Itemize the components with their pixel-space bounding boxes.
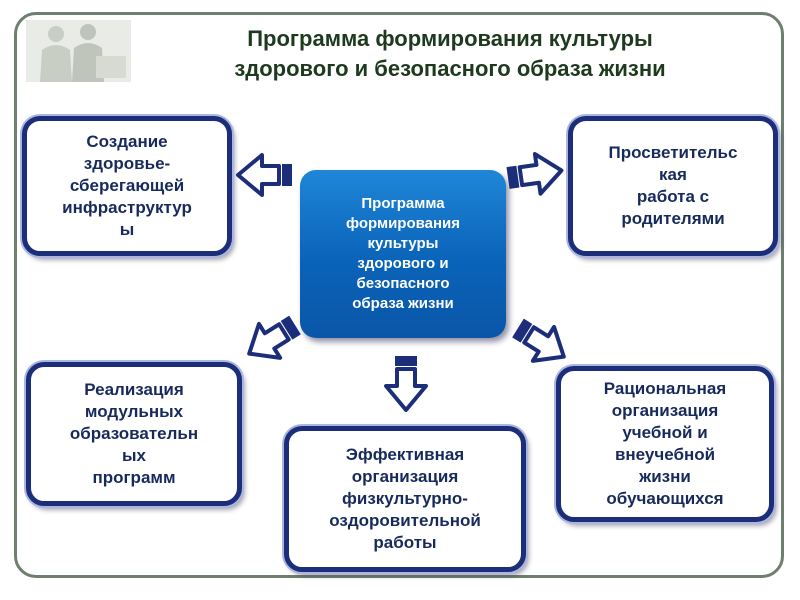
arrow-left-icon: [236, 153, 294, 197]
page-title: Программа формирования культуры здоровог…: [150, 24, 750, 84]
arrow-down-icon: [384, 354, 428, 412]
central-program-box: Программа формирования культуры здоровог…: [300, 170, 506, 338]
people-logo-icon: [26, 20, 131, 82]
arrow-right-icon: [503, 148, 567, 200]
central-program-label: Программа формирования культуры здоровог…: [345, 195, 461, 312]
box-parents-education: Просветительс кая работа с родителями: [568, 116, 778, 256]
title-line-1: Программа формирования культуры: [247, 26, 653, 51]
box-parents-education-label: Просветительс кая работа с родителями: [608, 143, 738, 228]
box-rational-organization: Рациональная организация учебной и внеуч…: [556, 366, 774, 522]
arrow-down-right-icon: [505, 309, 577, 376]
title-line-2: здорового и безопасного образа жизни: [234, 56, 666, 81]
box-infrastructure: Создание здоровье- сберегающей инфрастру…: [22, 116, 232, 256]
box-modular-programs: Реализация модульных образовательн ых пр…: [26, 362, 242, 506]
box-rational-organization-label: Рациональная организация учебной и внеуч…: [603, 379, 727, 508]
box-physical-health-work: Эффективная организация физкультурно- оз…: [284, 426, 526, 572]
box-infrastructure-label: Создание здоровье- сберегающей инфрастру…: [62, 132, 192, 239]
arrow-down-left-icon: [236, 306, 308, 373]
box-physical-health-work-label: Эффективная организация физкультурно- оз…: [329, 445, 481, 552]
box-modular-programs-label: Реализация модульных образовательн ых пр…: [69, 380, 199, 487]
